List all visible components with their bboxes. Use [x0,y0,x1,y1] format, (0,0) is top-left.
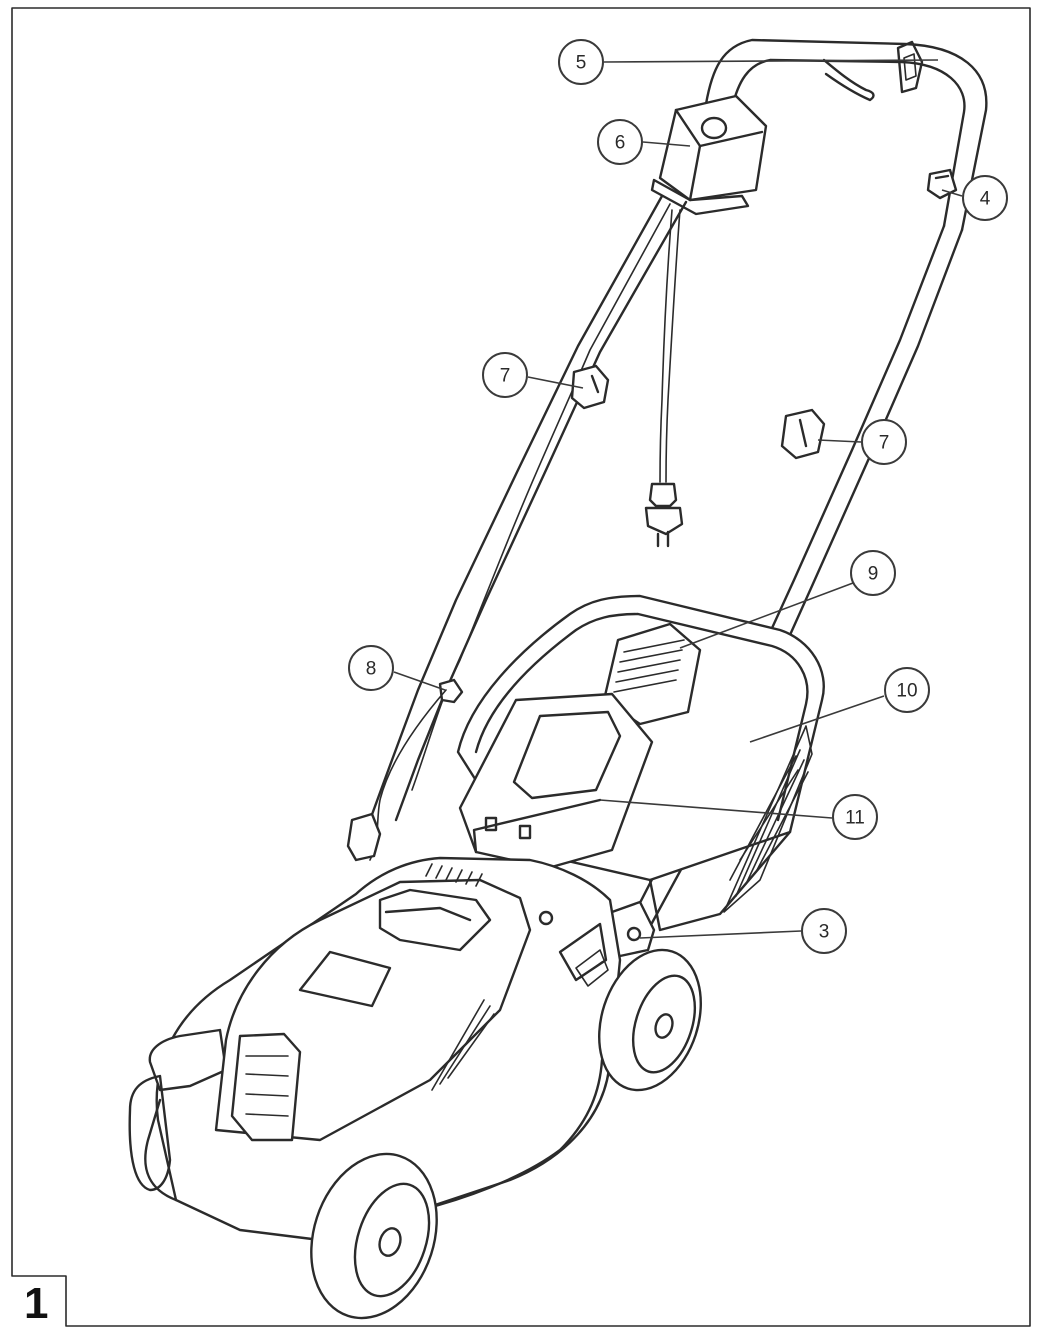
motor-side-vents [431,999,495,1091]
cable-clip-right [780,408,826,460]
callout-number: 8 [366,659,377,680]
callout-leader-line [639,930,802,939]
callout-circle [482,352,528,398]
callout-circle [962,175,1008,221]
callout-leader-line [599,799,833,819]
callout-leader-line [679,582,854,649]
callout-leader-line [642,141,691,147]
callout-circle [597,119,643,165]
callout-circle [832,794,878,840]
callout-circle [801,908,847,954]
callout-circle [861,419,907,465]
switch-box [650,94,768,216]
motor-housing [214,863,608,1142]
handle-top-bar [704,38,988,232]
callout-number: 7 [879,433,890,454]
motor-front-vents [230,1032,302,1142]
callout-c7a: 7 [482,352,584,398]
callout-number: 6 [615,133,626,154]
callout-c5: 5 [558,39,939,85]
cable-hook [369,678,464,861]
wheel-front-right [310,1152,438,1320]
callout-c4: 4 [941,175,1008,221]
callout-leader-line [941,189,963,197]
callout-number: 9 [868,564,879,585]
handle-lock-left [346,812,382,862]
callout-number: 11 [845,808,865,829]
mower-illustration [128,38,988,1320]
power-cord [644,209,684,548]
callout-c6: 6 [597,119,691,165]
handle-left-tube [368,194,688,822]
cable-clip-left [570,364,610,410]
callout-c11: 11 [599,794,878,840]
grass-box-vents [723,725,813,913]
box-carry-handle [602,622,702,726]
figure-number: 1 [24,1279,48,1328]
callout-c10: 10 [749,667,930,743]
callout-number: 10 [896,681,917,702]
callout-leader-line [527,376,584,389]
callout-circle [884,667,930,713]
callout-leader-line [603,59,939,63]
rear-deck-vents [575,949,609,987]
callout-number: 7 [500,366,511,387]
part-callouts: 5 6 4 7 7 9 8 10 11 3 [348,39,1008,954]
callout-c8: 8 [348,645,446,691]
callout-circle [850,550,896,596]
callout-leader-line [817,439,862,443]
callout-c3: 3 [639,908,847,954]
figure-frame [11,7,1031,1327]
callout-number: 4 [980,189,991,210]
wheel-rear-right [598,948,702,1092]
callout-c9: 9 [679,550,896,649]
callout-number: 5 [576,53,587,74]
motor-top-vents [425,863,483,887]
callout-number: 3 [819,922,830,943]
callout-c7b: 7 [817,419,907,465]
callout-leader-line [393,671,446,691]
callout-circle [558,39,604,85]
box-lid-window [458,692,654,870]
callout-leader-line [749,695,885,743]
callout-circle [348,645,394,691]
